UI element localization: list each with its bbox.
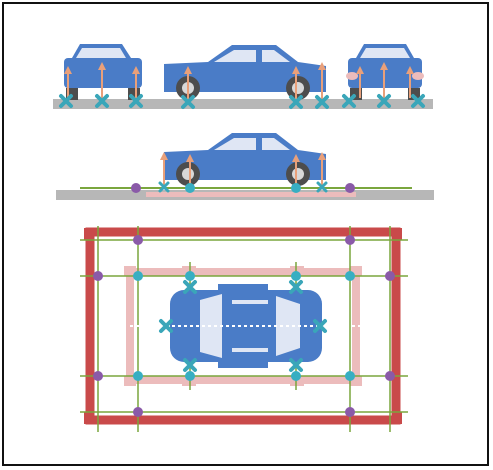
top-view-with-frame [80, 226, 408, 432]
side-view [164, 45, 329, 109]
dot-icon [93, 235, 395, 417]
dot-icon [131, 183, 355, 193]
x-mark-icon [342, 94, 425, 108]
x-mark-icon [158, 181, 328, 193]
arrow-up-icon [356, 62, 414, 98]
front-view [59, 44, 143, 108]
side-view-with-rails [56, 133, 434, 200]
x-mark-icon [181, 95, 329, 109]
x-mark-icon [59, 94, 143, 108]
arrow-up-icon [64, 62, 140, 98]
x-mark-icon [159, 280, 327, 372]
rear-view [342, 44, 425, 108]
arrow-up-icon [184, 62, 326, 100]
ground-strip-row1 [53, 99, 433, 109]
